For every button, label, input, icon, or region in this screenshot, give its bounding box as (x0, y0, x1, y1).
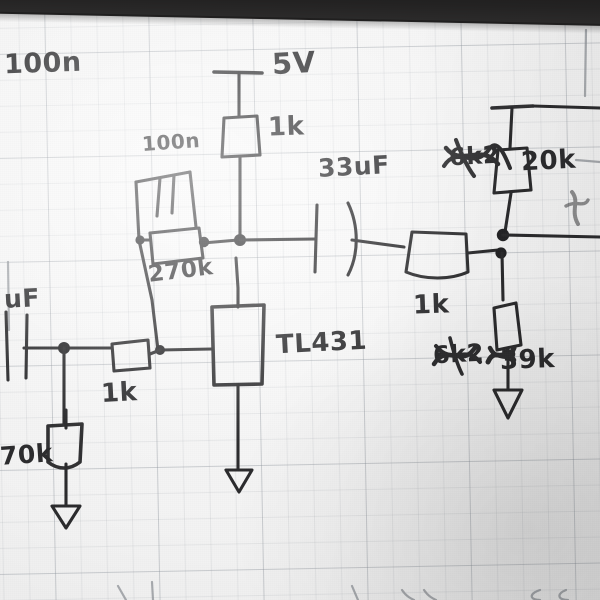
supply-branch (212, 70, 264, 241)
scribble-before-39k (485, 345, 517, 365)
bottom-faint-marks (116, 580, 570, 600)
coupling-capacitor-33uf (313, 201, 406, 277)
label-cap-top-left: 100n (3, 46, 83, 81)
label-series-right: 1k (412, 289, 450, 321)
left-edge-branch (4, 310, 162, 530)
smudge-right-edge (564, 190, 590, 226)
label-series-left: 1k (100, 377, 139, 409)
series-resistor-1k (404, 230, 500, 280)
tl431-device (155, 256, 266, 494)
label-rail-resistor: 1k (267, 111, 305, 143)
label-cap-feedback: 100n (141, 128, 201, 156)
centre-node-bus (234, 234, 318, 246)
label-coupling-cap: 33uF (317, 150, 391, 183)
scribble-over-6k2-upper (442, 138, 512, 178)
label-pullup-right: 20k (520, 144, 577, 178)
label-divider-left: 70k (0, 438, 54, 471)
label-device-tl431: TL431 (275, 325, 368, 361)
label-supply-rail: 5V (271, 44, 317, 82)
label-cap-left-edge: uF (3, 283, 41, 314)
